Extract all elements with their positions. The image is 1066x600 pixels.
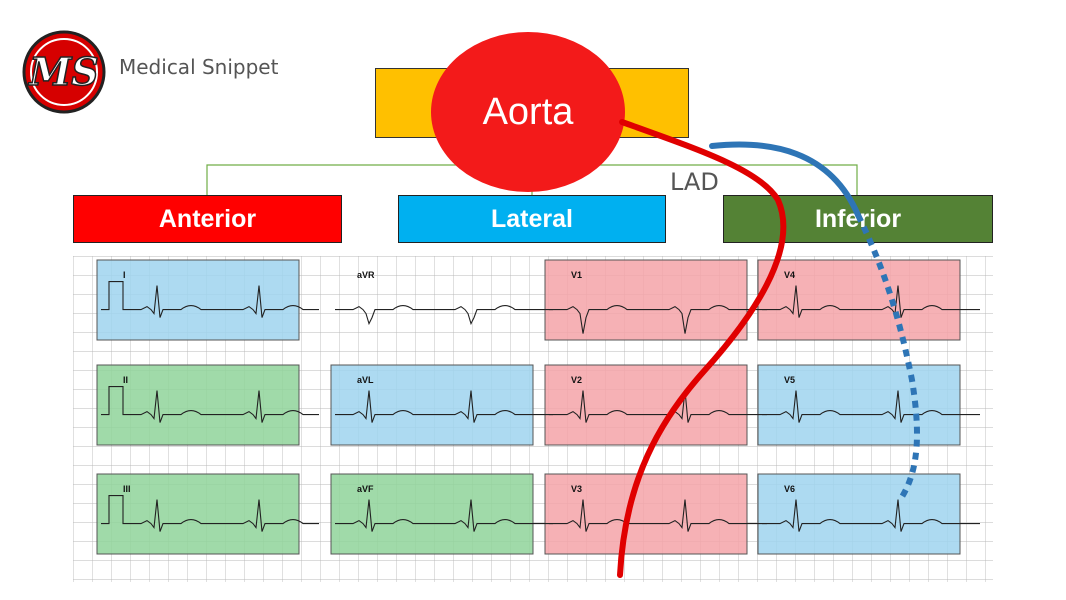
lead-highlight-v4	[757, 259, 961, 341]
ecg-trace-v2	[549, 390, 767, 423]
lead-label-avr: aVR	[357, 270, 375, 280]
lead-label-v6: V6	[784, 484, 795, 494]
ecg-trace-v6	[762, 499, 980, 532]
lead-highlight-v6	[757, 473, 961, 555]
ecg-trace-ii	[101, 386, 319, 423]
lad-vessel	[617, 119, 787, 578]
ecg-trace-v3	[549, 499, 767, 532]
aorta-circle: Aorta	[431, 32, 625, 192]
lead-label-v3: V3	[571, 484, 582, 494]
ecg-trace-v5	[762, 390, 980, 423]
lead-label-ii: II	[123, 375, 128, 385]
medical-snippet-logo: MS	[22, 30, 106, 114]
lead-highlight-avl	[330, 364, 534, 446]
lead-label-v4: V4	[784, 270, 795, 280]
lead-label-v1: V1	[571, 270, 582, 280]
lead-highlight-i	[96, 259, 300, 341]
ecg-trace-avr	[335, 305, 553, 326]
lead-highlight-ii	[96, 364, 300, 446]
lead-label-iii: III	[123, 484, 131, 494]
lead-highlight-iii	[96, 473, 300, 555]
lead-label-v2: V2	[571, 375, 582, 385]
rca-vessel-solid	[709, 141, 861, 218]
rca-vessel-dotted	[855, 213, 920, 502]
lead-highlight-v5	[757, 364, 961, 446]
lead-label-v5: V5	[784, 375, 795, 385]
aorta-label: Aorta	[482, 90, 574, 133]
ecg-trace-iii	[101, 495, 319, 532]
lead-label-avf: aVF	[357, 484, 374, 494]
ecg-trace-v1	[549, 305, 767, 334]
lead-highlight-v2	[544, 364, 748, 446]
lead-label-i: I	[123, 270, 126, 280]
anterior-box: Anterior	[73, 195, 342, 243]
lead-label-avl: aVL	[357, 375, 374, 385]
brand-name: Medical Snippet	[119, 55, 279, 79]
lad-label: LAD	[670, 168, 719, 196]
lead-highlight-v1	[544, 259, 748, 341]
logo-letters: MS	[27, 49, 99, 94]
ecg-trace-avl	[335, 390, 553, 423]
lateral-box: Lateral	[398, 195, 666, 243]
ecg-trace-v4	[762, 285, 980, 318]
lead-highlight-avf	[330, 473, 534, 555]
ecg-trace-i	[101, 281, 319, 318]
lead-highlight-v3	[544, 473, 748, 555]
ecg-trace-avf	[335, 499, 553, 532]
